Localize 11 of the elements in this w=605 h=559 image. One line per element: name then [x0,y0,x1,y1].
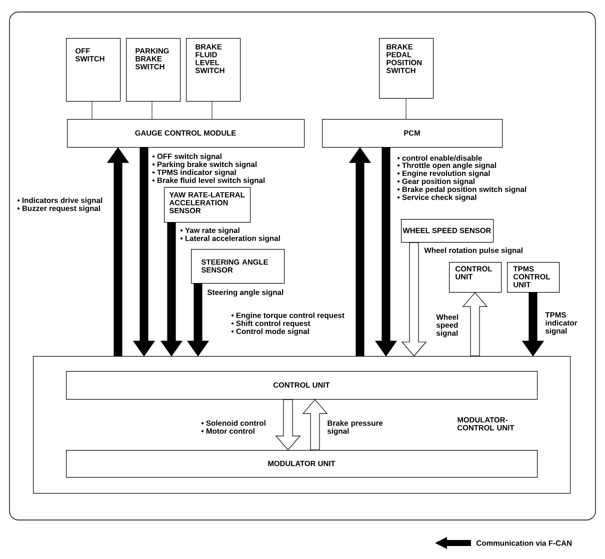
block-arrow [522,292,544,356]
hollow-arrow [302,399,328,450]
block-arrow [186,283,210,356]
block-arrow [106,147,130,356]
hollow-arrow [275,399,301,450]
hollow-arrow [401,242,427,356]
block-arrow [374,147,398,356]
block-arrow [160,222,183,356]
block-arrow [348,147,372,356]
hollow-arrow [462,292,488,356]
block-arrow [132,147,156,356]
